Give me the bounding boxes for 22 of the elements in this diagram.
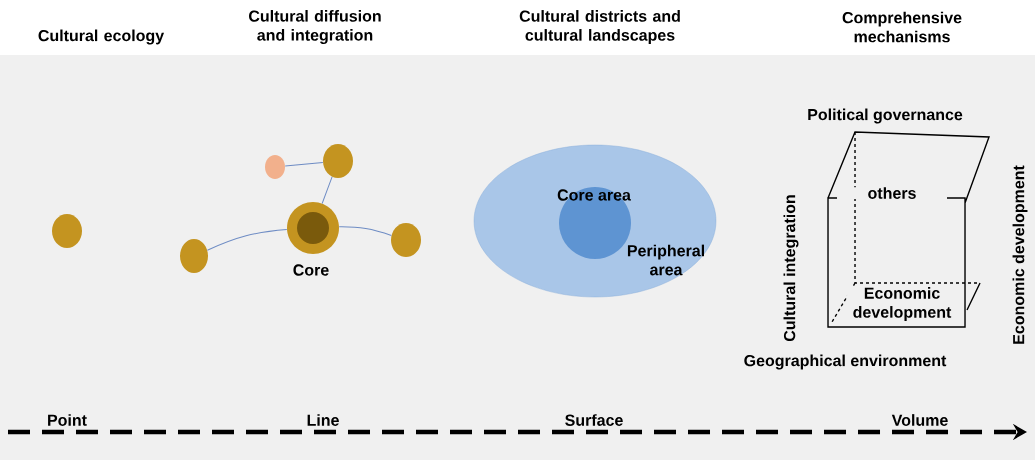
axis-label: Economic development: [1012, 165, 1028, 344]
connector: [206, 229, 288, 251]
axis-label: Geographical environment: [744, 354, 947, 370]
heading: Cultural ecology: [38, 29, 165, 45]
node-label: Core: [293, 264, 329, 276]
heading: Comprehensive mechanisms: [842, 11, 962, 43]
dot: [391, 223, 421, 257]
connector: [321, 176, 333, 204]
axis-label: Cultural integration: [783, 195, 799, 342]
stage-label: Line: [305, 413, 341, 427]
connector: [338, 226, 392, 236]
dot: [265, 155, 285, 179]
dot: [180, 239, 208, 273]
dot: [52, 214, 82, 248]
stage-label: Point: [46, 413, 88, 427]
heading: Cultural diffusion and integration: [249, 10, 381, 44]
connector: [284, 161, 324, 167]
stage-label: Volume: [890, 413, 950, 427]
heading: Cultural districts and cultural landscapes: [519, 10, 680, 44]
axis-label: Political governance: [808, 108, 963, 124]
stage-label: Surface: [563, 413, 625, 427]
dot: [323, 144, 353, 178]
